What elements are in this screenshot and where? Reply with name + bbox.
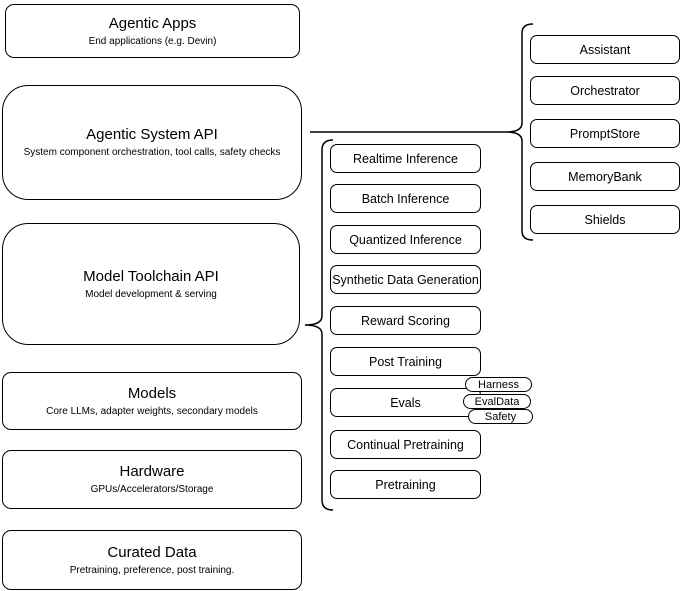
node-title: Agentic Apps <box>108 14 197 32</box>
node-assistant: Assistant <box>530 35 680 64</box>
tag-evaldata: EvalData <box>463 394 531 409</box>
node-memorybank: MemoryBank <box>530 162 680 191</box>
node-subtitle: Model development & serving <box>85 288 217 300</box>
node-orchestrator: Orchestrator <box>530 76 680 105</box>
node-pretraining: Pretraining <box>330 470 481 499</box>
node-post-training: Post Training <box>330 347 481 376</box>
tag-harness: Harness <box>465 377 532 392</box>
node-subtitle: GPUs/Accelerators/Storage <box>90 484 214 495</box>
node-subtitle: Core LLMs, adapter weights, secondary mo… <box>46 405 258 417</box>
node-title: Hardware <box>119 463 185 480</box>
node-agentic-system-api: Agentic System API System component orch… <box>2 85 302 200</box>
node-subtitle: System component orchestration, tool cal… <box>23 147 281 158</box>
node-title: Models <box>127 384 177 402</box>
tag-safety: Safety <box>468 409 533 424</box>
node-synthetic-data-generation: Synthetic Data Generation <box>330 265 481 294</box>
node-title: Curated Data <box>107 543 197 561</box>
node-promptstore: PromptStore <box>530 119 680 148</box>
node-agentic-apps: Agentic Apps End applications (e.g. Devi… <box>5 4 300 58</box>
brace-toolchain-group <box>304 139 334 511</box>
node-evals: Evals <box>330 388 481 417</box>
node-title: Agentic System API <box>86 126 218 143</box>
node-reward-scoring: Reward Scoring <box>330 306 481 335</box>
node-realtime-inference: Realtime Inference <box>330 144 481 173</box>
node-subtitle: Pretraining, preference, post training. <box>69 564 235 576</box>
node-models: Models Core LLMs, adapter weights, secon… <box>2 372 302 430</box>
node-continual-pretraining: Continual Pretraining <box>330 430 481 459</box>
brace-components-group <box>505 23 534 241</box>
node-curated-data: Curated Data Pretraining, preference, po… <box>2 530 302 590</box>
node-model-toolchain-api: Model Toolchain API Model development & … <box>2 223 300 345</box>
node-title: Model Toolchain API <box>83 267 219 285</box>
node-quantized-inference: Quantized Inference <box>330 225 481 254</box>
node-subtitle: End applications (e.g. Devin) <box>88 35 217 47</box>
node-shields: Shields <box>530 205 680 234</box>
node-batch-inference: Batch Inference <box>330 184 481 213</box>
node-hardware: Hardware GPUs/Accelerators/Storage <box>2 450 302 509</box>
